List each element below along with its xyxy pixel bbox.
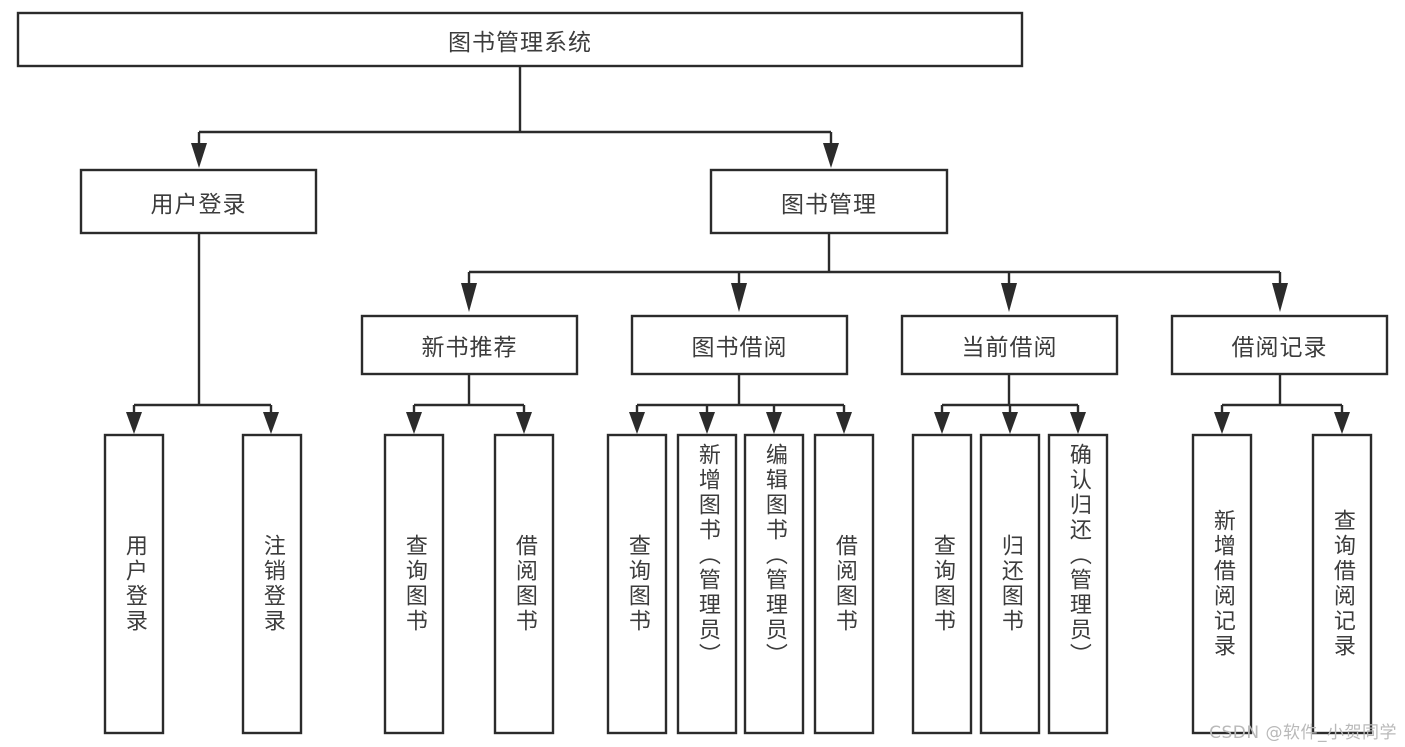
node-borrow-record-box[interactable]: [1170, 314, 1389, 376]
arrowhead-user-login: [191, 143, 207, 168]
arrowhead-leaf-user-login-2: [263, 412, 279, 434]
arrowhead-l3-book-borrow: [731, 283, 747, 312]
arrowhead-leaf-bb-1: [629, 412, 645, 434]
leaf-box-new-book-2[interactable]: [493, 433, 555, 735]
node-root-box[interactable]: [16, 11, 1024, 68]
arrowhead-l3-new-book: [461, 283, 477, 312]
node-book-manage-box[interactable]: [709, 168, 949, 235]
leaf-box-borrow-record-1[interactable]: [1191, 433, 1253, 735]
arrowhead-l3-current-borrow: [1001, 283, 1017, 312]
node-book-borrow-box[interactable]: [630, 314, 849, 376]
arrowhead-leaf-cb-3: [1070, 412, 1086, 434]
node-user-login-box[interactable]: [79, 168, 318, 235]
arrowhead-leaf-user-login-1: [126, 412, 142, 434]
connector-new-book-to-leafbus: [414, 374, 524, 407]
arrowhead-leaf-nb-1: [406, 412, 422, 434]
node-current-borrow-box[interactable]: [900, 314, 1119, 376]
arrowhead-leaf-bb-3: [766, 412, 782, 434]
arrowhead-leaf-nb-2: [516, 412, 532, 434]
leaf-box-new-book-1[interactable]: [383, 433, 445, 735]
leaf-box-user-login-1[interactable]: [103, 433, 165, 735]
leaf-box-current-borrow-2[interactable]: [979, 433, 1041, 735]
arrowhead-leaf-bb-4: [836, 412, 852, 434]
leaf-box-book-borrow-4[interactable]: [813, 433, 875, 735]
arrowhead-leaf-cb-2: [1002, 412, 1018, 434]
arrowhead-book-manage: [823, 143, 839, 168]
leaf-box-book-borrow-1[interactable]: [606, 433, 668, 735]
arrowhead-leaf-br-1: [1214, 412, 1230, 434]
connector-book-manage-to-bus: [469, 233, 1280, 274]
node-new-book-recommend-box[interactable]: [360, 314, 579, 376]
leaf-box-current-borrow-1[interactable]: [911, 433, 973, 735]
leaf-box-user-login-2[interactable]: [241, 433, 303, 735]
connector-user-login-to-leafbus: [134, 233, 271, 407]
arrowhead-leaf-bb-2: [699, 412, 715, 434]
connector-current-borrow-to-leafbus: [942, 374, 1078, 407]
connector-root-to-bus: [199, 66, 831, 134]
arrowhead-l3-borrow-record: [1272, 283, 1288, 312]
leaf-box-book-borrow-2[interactable]: [676, 433, 738, 735]
csdn-watermark: CSDN @软件_小贺同学: [1209, 723, 1397, 743]
leaf-box-borrow-record-2[interactable]: [1311, 433, 1373, 735]
leaf-box-book-borrow-3[interactable]: [743, 433, 805, 735]
arrowhead-leaf-cb-1: [934, 412, 950, 434]
connector-book-borrow-to-leafbus: [637, 374, 844, 407]
connector-borrow-record-to-leafbus: [1222, 374, 1342, 407]
leaf-box-current-borrow-3[interactable]: [1047, 433, 1109, 735]
arrowhead-leaf-br-2: [1334, 412, 1350, 434]
